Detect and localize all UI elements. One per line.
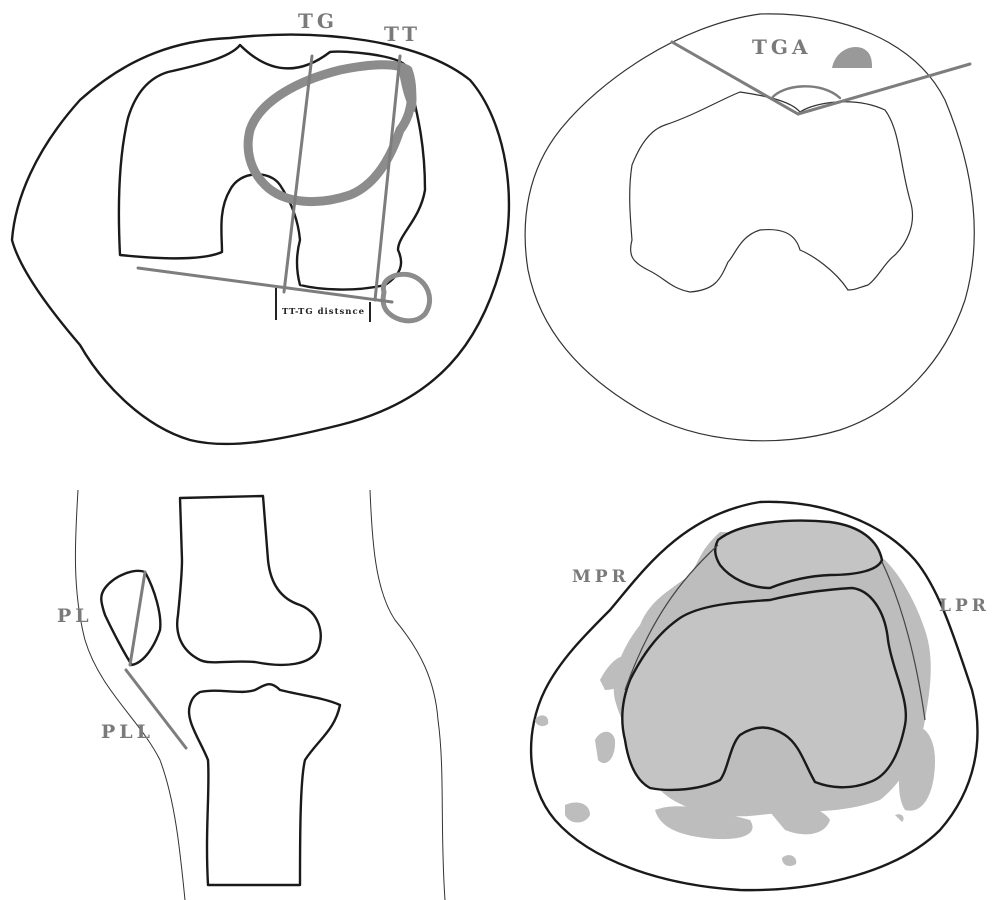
retinaculum-panel: MPR LPR xyxy=(531,502,990,890)
pll-label: PLL xyxy=(101,721,154,743)
sagittal-panel: PL PLL xyxy=(57,490,445,900)
tga-label: TGA xyxy=(752,35,811,59)
mpr-label: MPR xyxy=(572,567,630,587)
tibia-outline xyxy=(189,684,340,885)
lpr-label: LPR xyxy=(939,596,990,616)
knee-axial-outline xyxy=(12,35,509,444)
tt-tg-distance-label: TT-TG distsnce xyxy=(282,307,365,317)
skin-line-left xyxy=(75,490,185,900)
patella-mark xyxy=(832,47,872,68)
femur-shaft-outline xyxy=(177,496,320,665)
tga-panel: TGA xyxy=(525,14,974,441)
posterior-condylar-line xyxy=(138,268,392,302)
patella-length-line xyxy=(130,572,145,665)
femur-axial-outline xyxy=(630,92,913,292)
tt-label: TT xyxy=(384,22,421,46)
knee-axial-outline-2 xyxy=(525,14,974,441)
skin-line-right xyxy=(370,490,445,900)
pl-label: PL xyxy=(57,605,93,627)
tg-label: TG xyxy=(298,9,338,33)
tt-tg-panel: TG TT TT-TG distsnce xyxy=(12,9,509,444)
tga-angle-arc xyxy=(772,86,840,98)
